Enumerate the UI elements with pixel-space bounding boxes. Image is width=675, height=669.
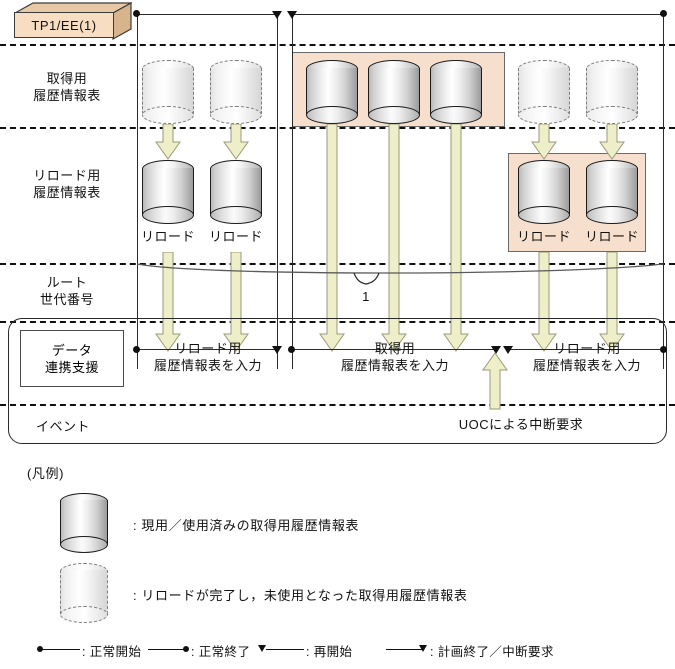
root-generation-brace: [353, 272, 380, 285]
rail-run2-start: [292, 14, 293, 369]
flow-arrow-acq-to-input-2: [381, 124, 407, 352]
marker-run2-normal-end: [660, 10, 667, 17]
key-normal-end-dot-icon: [183, 646, 189, 652]
reload-cylinder-1: [142, 160, 194, 224]
datalink-span-3-label: リロード用 履歴情報表を入力: [532, 341, 641, 373]
datalink-span-2-end-marker: [491, 346, 501, 354]
reload-cylinder-2: [210, 160, 262, 224]
flow-arrow-acq-to-reload-3: [531, 124, 557, 160]
datalink-span-3-end-marker: [660, 346, 667, 353]
datalink-span-3-start-marker: [503, 346, 513, 354]
separator-top: [0, 44, 675, 46]
key-planned-end-line-icon: [386, 649, 424, 650]
key-planned-end-label: : 計画終了／中断要求: [430, 645, 554, 659]
datalink-span-2-line: [292, 349, 497, 350]
flow-arrow-reload-to-input-1: [155, 252, 181, 352]
marker-run1-planned-end: [272, 11, 282, 19]
key-normal-start-line-icon: [42, 649, 80, 650]
legend-solid-cylinder-label: : 現用／使用済みの取得用履歴情報表: [133, 518, 360, 533]
datalink-span-2-start-marker: [288, 346, 295, 353]
row-label-root-generation: ルート 世代番号: [39, 275, 94, 307]
key-restart-line-icon: [266, 649, 304, 650]
flow-arrow-acq-to-input-1: [319, 124, 345, 352]
row-label-reload: リロード用 履歴情報表: [33, 168, 101, 200]
flow-arrow-reload-to-input-2: [223, 252, 249, 352]
reload-cylinder-3: [518, 160, 570, 224]
key-normal-end-label: : 正常終了: [191, 645, 251, 659]
root-generation-curve: [136, 263, 664, 274]
reload-cylinder-4: [586, 160, 638, 224]
key-normal-end-line-icon: [148, 649, 186, 650]
key-restart-label: : 再開始: [306, 645, 353, 659]
datalink-span-1-label: リロード用 履歴情報表を入力: [153, 341, 262, 373]
key-normal-start-dot-icon: [37, 646, 43, 652]
legend-solid-cylinder-icon: [60, 493, 108, 553]
flow-arrow-reload-to-input-4: [599, 252, 625, 352]
reload-caption-4: リロード: [584, 229, 639, 244]
tp1-ee-box-label: TP1/EE(1): [14, 12, 114, 38]
legend-dashed-cylinder-icon: [60, 563, 108, 623]
timebar-run1: [137, 14, 278, 15]
datalink-span-1-start-marker: [133, 346, 140, 353]
timebar-run2: [292, 14, 664, 15]
acquisition-cylinder-6: [518, 60, 570, 124]
acquisition-cylinder-2: [210, 60, 262, 124]
flow-arrow-acq-to-reload-1: [155, 124, 181, 160]
key-normal-start-label: : 正常開始: [82, 645, 142, 659]
legend-heading: (凡例): [27, 466, 65, 481]
flow-arrow-acq-to-reload-2: [223, 124, 249, 160]
rail-run1-end: [277, 14, 278, 369]
data-link-support-box: データ 連携支援: [20, 330, 124, 387]
flow-arrow-acq-to-input-3: [443, 124, 469, 352]
marker-run2-restart: [287, 11, 297, 19]
acquisition-cylinder-5: [430, 60, 482, 124]
key-planned-end-triangle-icon: [419, 645, 427, 652]
datalink-span-1-end-marker: [272, 346, 282, 354]
tp1-ee-box: TP1/EE(1): [14, 2, 132, 42]
data-link-event-container: [8, 318, 667, 444]
separator-datalink-event: [0, 404, 675, 406]
reload-caption-2: リロード: [208, 229, 263, 244]
acquisition-cylinder-3: [306, 60, 358, 124]
row-label-acquisition: 取得用 履歴情報表: [33, 71, 101, 103]
acquisition-cylinder-1: [142, 60, 194, 124]
reload-caption-1: リロード: [140, 229, 195, 244]
key-restart-triangle-icon: [258, 645, 266, 652]
legend-dashed-cylinder-label: : リロードが完了し，未使用となった取得用履歴情報表: [133, 588, 468, 603]
flow-arrow-reload-to-input-3: [531, 252, 557, 352]
datalink-span-2-label: 取得用 履歴情報表を入力: [340, 341, 449, 373]
row-label-event: イベント: [36, 419, 91, 434]
acquisition-cylinder-7: [586, 60, 638, 124]
datalink-span-1-line: [137, 349, 278, 350]
uoc-interrupt-arrow: [482, 352, 508, 410]
root-generation-value: 1: [362, 289, 370, 304]
uoc-interrupt-label: UOCによる中断要求: [458, 417, 584, 432]
reload-caption-3: リロード: [516, 229, 571, 244]
datalink-span-3-line: [507, 349, 663, 350]
flow-arrow-acq-to-reload-4: [599, 124, 625, 160]
rail-run2-end: [663, 14, 664, 369]
acquisition-cylinder-4: [368, 60, 420, 124]
rail-run1-start: [137, 14, 138, 369]
marker-run1-normal-start: [133, 10, 140, 17]
